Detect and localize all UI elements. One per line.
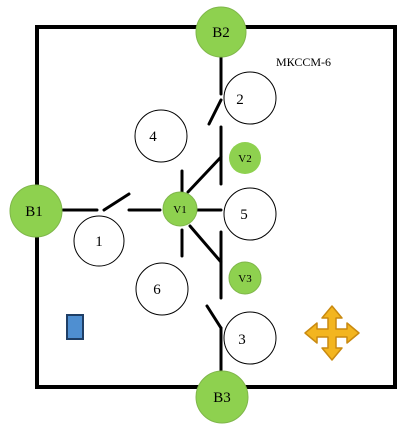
wire-switch-left: [102, 192, 131, 212]
room-3: 3: [223, 311, 277, 365]
room-1-label: 1: [95, 234, 103, 250]
blue-marker-outline: [66, 314, 84, 340]
room-5-label: 5: [240, 207, 248, 223]
node-b2-circle: [195, 6, 247, 58]
move-arrows-icon[interactable]: [304, 305, 360, 361]
node-b3-circle: [195, 370, 249, 424]
node-b3: B3: [195, 370, 249, 424]
wire-v1-lower-diagonal: [188, 224, 223, 264]
node-v1-label: V1: [173, 204, 186, 216]
room-3-circle: [223, 311, 277, 365]
node-b3-label: B3: [213, 390, 231, 406]
room-1: 1: [73, 215, 125, 267]
node-b1-circle: [9, 184, 63, 238]
diagram-title: МКССМ-6: [276, 55, 331, 69]
node-b2: B2: [195, 6, 247, 58]
wire-switch-top: [207, 98, 223, 126]
wire-v1-upper-diagonal: [186, 155, 223, 194]
room-6-circle: [135, 262, 189, 316]
node-v2-label: V2: [238, 153, 251, 165]
wires: [61, 55, 223, 375]
room-5-circle: [223, 187, 277, 241]
wire-switch-bottom: [205, 304, 223, 330]
room-6: 6: [135, 262, 189, 316]
room-4: 4: [134, 109, 188, 163]
room-3-label: 3: [238, 332, 246, 348]
room-4-label: 4: [149, 129, 157, 145]
room-4-circle: [134, 109, 188, 163]
move-arrows-shape: [304, 305, 360, 361]
node-b1-label: B1: [25, 204, 43, 220]
node-v3-circle: [228, 261, 262, 295]
node-v1: V1: [162, 191, 198, 227]
node-v2-circle: [229, 142, 261, 174]
room-2-circle: [223, 71, 277, 125]
node-v3: V3: [228, 261, 262, 295]
node-v1-circle: [162, 191, 198, 227]
room-1-outline: [73, 215, 125, 267]
node-b1: B1: [9, 184, 63, 238]
room-5: 5: [223, 187, 277, 241]
room-1-circle: [74, 216, 124, 266]
blue-marker-icon: [67, 315, 83, 339]
room-6-label: 6: [153, 282, 161, 298]
node-v3-label: V3: [238, 273, 252, 285]
room-2-label: 2: [236, 92, 244, 108]
node-v2: V2: [229, 142, 261, 174]
node-b2-label: B2: [212, 25, 230, 41]
room-2: 2: [223, 71, 277, 125]
